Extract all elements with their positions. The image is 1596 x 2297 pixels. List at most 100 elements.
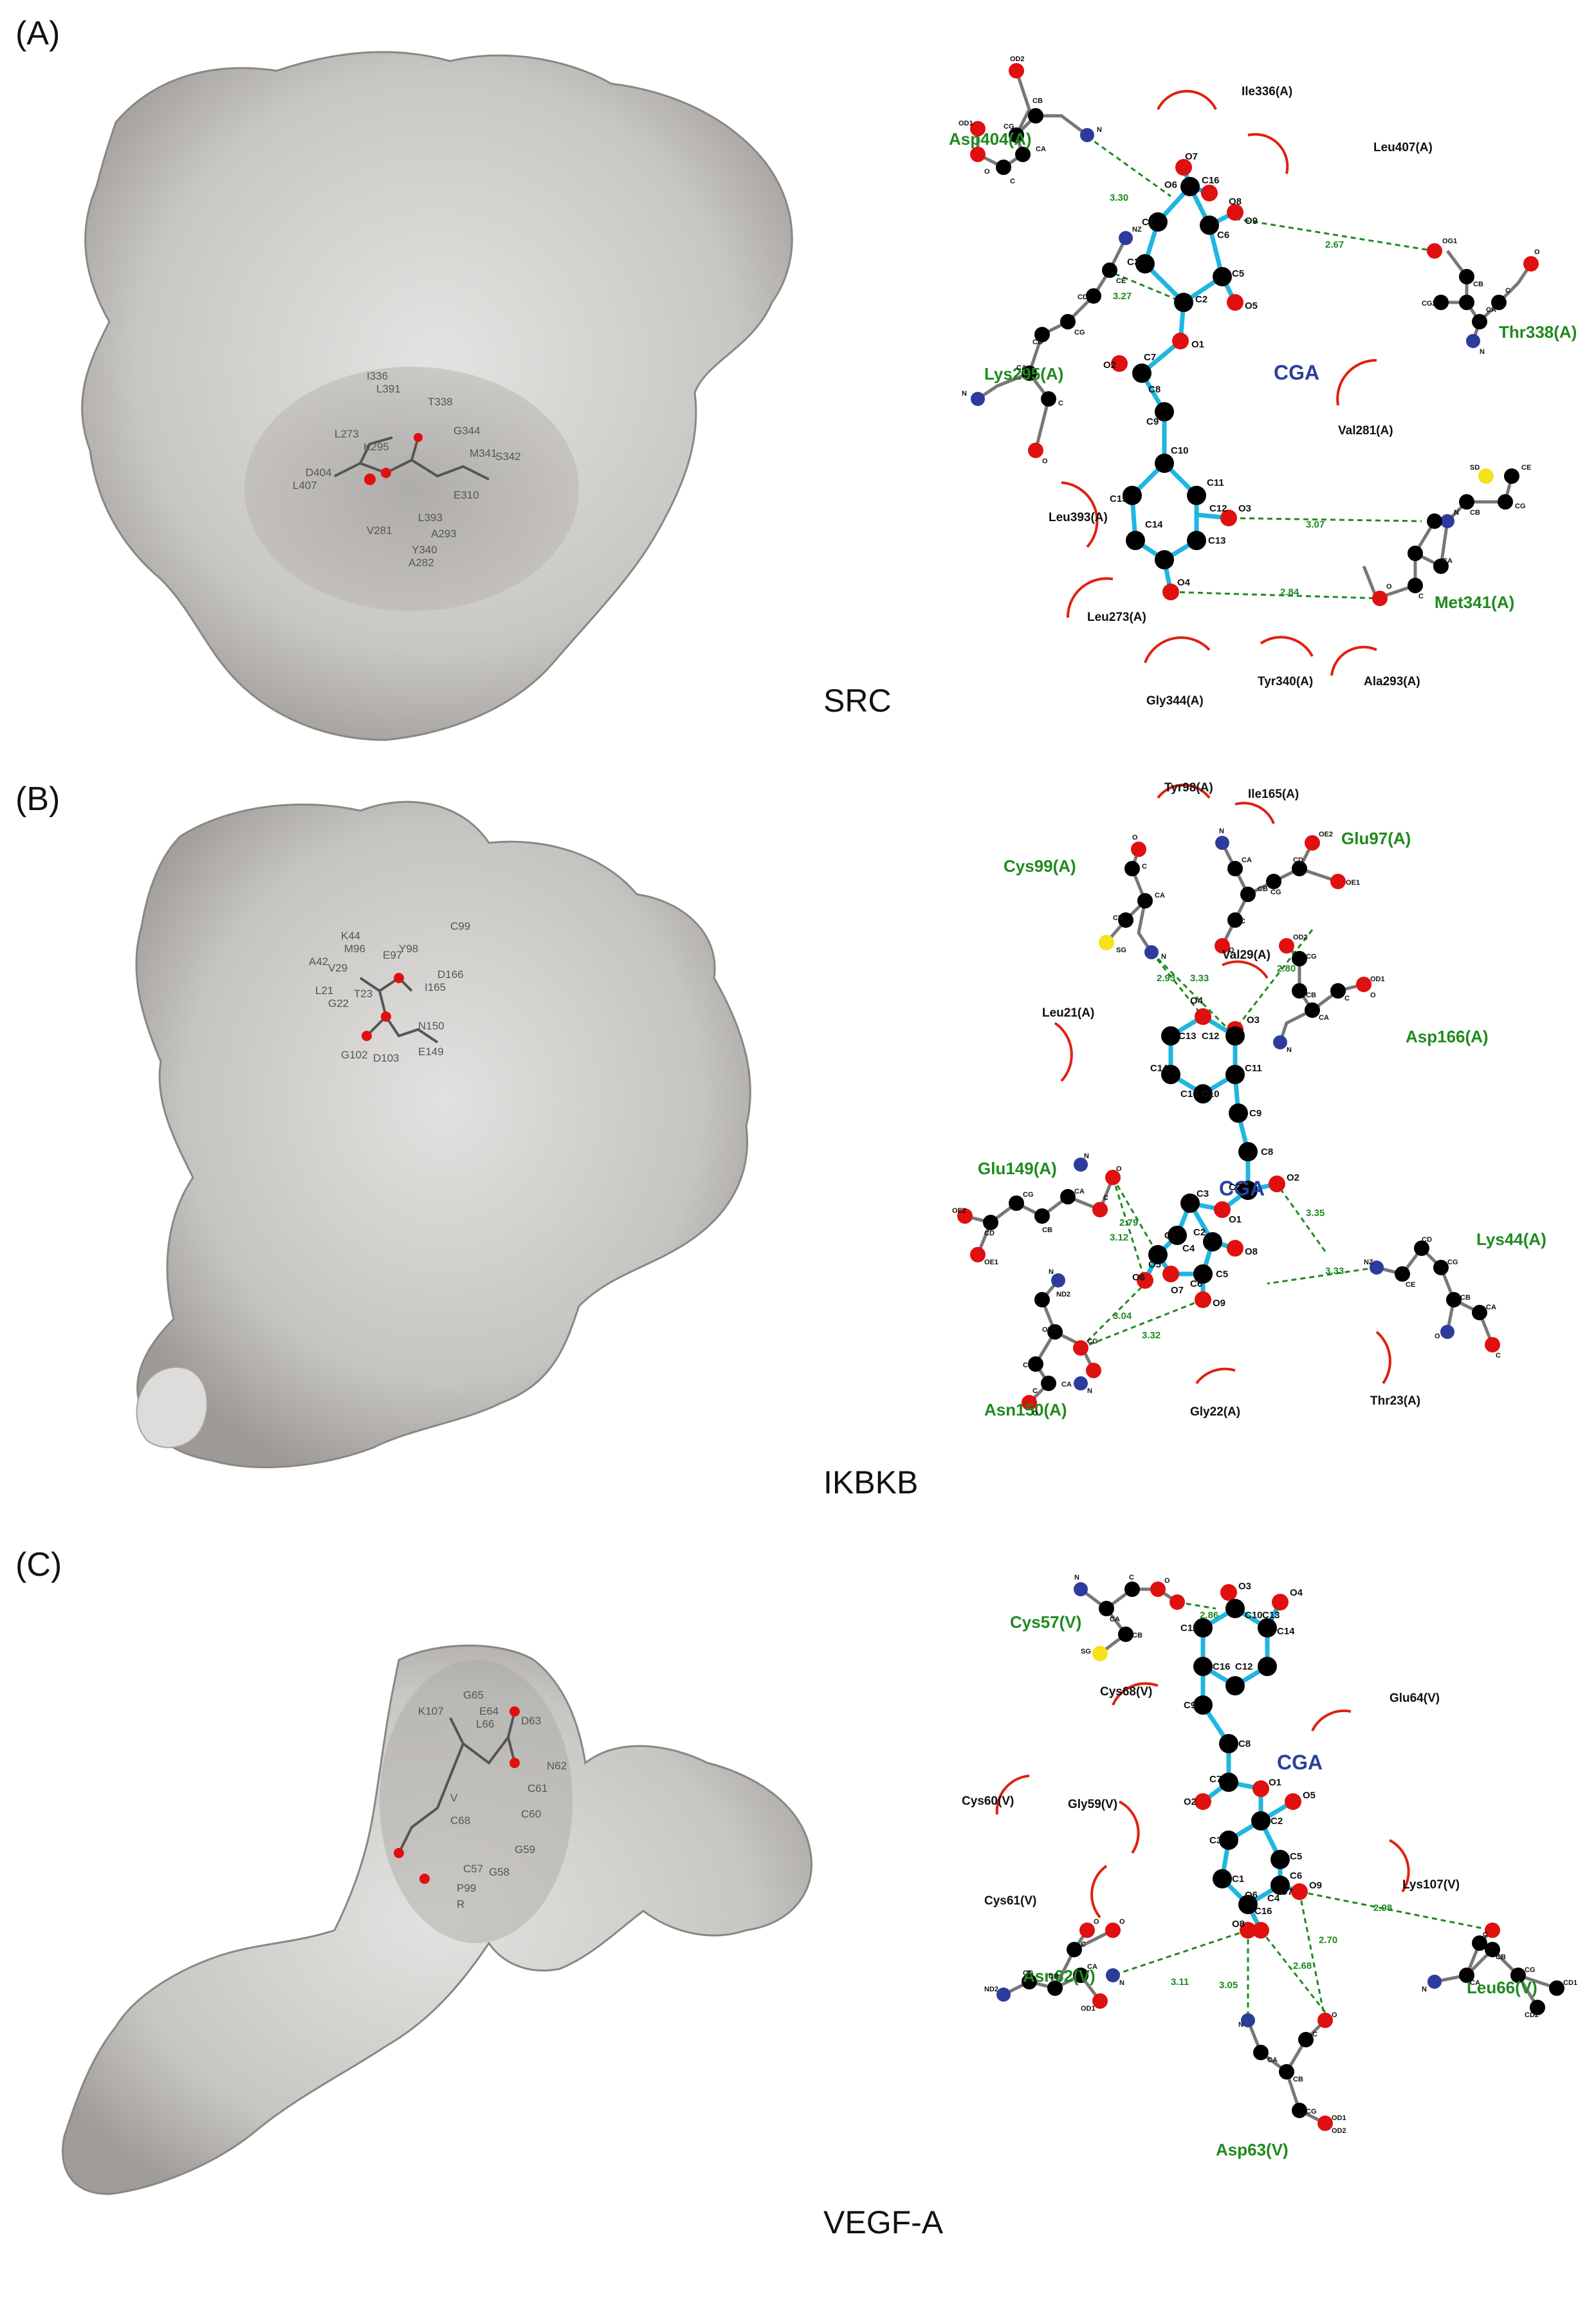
- svg-text:Cys57(V): Cys57(V): [1010, 1612, 1081, 1632]
- svg-text:O: O: [1116, 1165, 1122, 1173]
- residue-atom-labels: OD2 OD1 CG CB CA C O N NZ CE CD CG CB CA…: [959, 55, 1540, 600]
- residue-atom-labels: N CA C O CB SG N ND2 CG OD1 CB CA C O O …: [984, 1574, 1577, 2135]
- svg-text:O9: O9: [1245, 216, 1258, 226]
- svg-text:I336: I336: [367, 370, 388, 382]
- svg-text:N: N: [1087, 1387, 1092, 1395]
- svg-text:CG: CG: [1525, 1966, 1536, 1974]
- svg-text:CG: CG: [1270, 889, 1281, 896]
- residue-atoms: [970, 63, 1539, 606]
- svg-text:Leu407(A): Leu407(A): [1373, 141, 1433, 154]
- svg-text:O: O: [1332, 2011, 1337, 2019]
- panel-letter: (A): [15, 15, 60, 52]
- svg-text:2.67: 2.67: [1325, 239, 1344, 250]
- svg-text:Thr23(A): Thr23(A): [1370, 1394, 1420, 1408]
- svg-text:C: C: [1240, 918, 1245, 925]
- svg-text:CE: CE: [1406, 1281, 1415, 1289]
- svg-text:C12: C12: [1202, 1031, 1220, 1042]
- svg-text:Cys61(V): Cys61(V): [984, 1894, 1036, 1908]
- hydrogen-bonds: [1087, 135, 1435, 600]
- residue-atoms: [996, 1582, 1564, 2131]
- svg-text:Cys99(A): Cys99(A): [1004, 856, 1076, 876]
- svg-text:CB: CB: [1042, 1226, 1052, 1234]
- svg-text:N: N: [1454, 509, 1459, 517]
- svg-text:O9: O9: [1213, 1298, 1225, 1309]
- svg-text:O1: O1: [1269, 1777, 1281, 1788]
- svg-text:N150: N150: [418, 1020, 445, 1032]
- svg-text:Leu393(A): Leu393(A): [1049, 511, 1108, 524]
- residue-atoms: [957, 835, 1500, 1410]
- svg-text:M96: M96: [344, 943, 365, 955]
- svg-text:O4: O4: [1190, 995, 1204, 1006]
- svg-text:N: N: [1219, 827, 1224, 835]
- svg-text:Ile165(A): Ile165(A): [1248, 788, 1299, 801]
- svg-text:SG: SG: [1116, 946, 1126, 954]
- svg-text:C6: C6: [1190, 1278, 1202, 1289]
- svg-text:N: N: [1097, 126, 1102, 134]
- svg-text:V29: V29: [328, 962, 347, 974]
- svg-text:Leu273(A): Leu273(A): [1087, 611, 1146, 624]
- svg-text:2.93: 2.93: [1157, 973, 1175, 984]
- svg-text:O: O: [1132, 834, 1138, 842]
- svg-text:CB: CB: [1470, 509, 1480, 517]
- svg-text:C: C: [1483, 1931, 1488, 1939]
- svg-text:Lys107(V): Lys107(V): [1402, 1878, 1460, 1892]
- svg-text:C: C: [1142, 863, 1147, 871]
- svg-text:Gly59(V): Gly59(V): [1068, 1798, 1117, 1811]
- svg-text:T23: T23: [354, 988, 372, 1000]
- svg-text:Lys44(A): Lys44(A): [1476, 1230, 1546, 1249]
- svg-text:C5: C5: [1232, 268, 1244, 279]
- svg-text:Gly344(A): Gly344(A): [1146, 694, 1204, 708]
- svg-text:G65: G65: [463, 1689, 484, 1701]
- interaction-diagram: CGA Cys57(V) Asn62(V) Leu66(V) Asp63(V) …: [962, 1574, 1577, 2159]
- svg-text:C14: C14: [1277, 1626, 1295, 1637]
- hbond-residue-labels: Asp404(A) Thr338(A) Lys295(A) Met341(A): [949, 129, 1577, 612]
- svg-text:C4: C4: [1182, 1243, 1195, 1254]
- svg-text:O6: O6: [1164, 180, 1177, 190]
- svg-text:OD1: OD1: [1081, 2005, 1096, 2013]
- svg-text:CA: CA: [1016, 364, 1027, 372]
- svg-text:T338: T338: [428, 396, 453, 408]
- svg-text:Asp166(A): Asp166(A): [1406, 1027, 1489, 1046]
- svg-text:O: O: [1032, 1410, 1038, 1417]
- svg-text:C2: C2: [1270, 1816, 1283, 1827]
- svg-text:Leu21(A): Leu21(A): [1042, 1006, 1094, 1020]
- hbond-distance-labels: 3.30 2.67 3.27 3.07 2.84: [1110, 192, 1344, 598]
- svg-text:C1: C1: [1232, 1874, 1244, 1885]
- svg-text:Glu149(A): Glu149(A): [978, 1159, 1057, 1178]
- svg-text:C6: C6: [1217, 230, 1229, 241]
- svg-text:O6: O6: [1245, 1890, 1258, 1901]
- svg-text:G58: G58: [489, 1866, 509, 1878]
- svg-text:OE2: OE2: [1319, 831, 1333, 838]
- svg-text:CB: CB: [1023, 1361, 1033, 1369]
- svg-text:C: C: [1418, 593, 1424, 600]
- svg-text:O1: O1: [1191, 339, 1204, 350]
- hydrophobic-contact-arcs: [995, 1682, 1410, 1919]
- svg-text:CA: CA: [1110, 1616, 1120, 1623]
- svg-text:CB: CB: [1032, 338, 1043, 346]
- svg-text:3.11: 3.11: [1171, 1977, 1189, 1988]
- svg-text:OG1: OG1: [1442, 237, 1457, 245]
- svg-text:C9: C9: [1146, 416, 1159, 427]
- svg-text:O2: O2: [1287, 1172, 1299, 1183]
- svg-text:3.32: 3.32: [1142, 1330, 1160, 1341]
- protein-surface-tail: [136, 1366, 208, 1448]
- svg-text:L393: L393: [418, 512, 443, 524]
- svg-text:G102: G102: [341, 1049, 368, 1061]
- protein-name: VEGF-A: [823, 2204, 944, 2240]
- svg-text:C13: C13: [1179, 1031, 1197, 1042]
- svg-text:D404: D404: [306, 466, 332, 479]
- svg-text:C13: C13: [1262, 1610, 1280, 1621]
- svg-text:O6: O6: [1132, 1272, 1145, 1283]
- svg-text:OE1: OE1: [984, 1259, 998, 1266]
- svg-text:O7: O7: [1280, 1886, 1293, 1897]
- svg-text:C1: C1: [1164, 1230, 1177, 1241]
- svg-text:E97: E97: [383, 949, 402, 961]
- svg-text:2.86: 2.86: [1200, 1610, 1218, 1621]
- svg-text:C14: C14: [1150, 1063, 1168, 1074]
- svg-text:CB: CB: [1258, 885, 1268, 893]
- svg-text:L21: L21: [315, 984, 333, 997]
- svg-text:CB: CB: [1293, 2076, 1303, 2083]
- svg-text:O4: O4: [1177, 577, 1191, 588]
- svg-text:O5: O5: [1148, 1259, 1161, 1270]
- svg-text:CA: CA: [1486, 306, 1496, 314]
